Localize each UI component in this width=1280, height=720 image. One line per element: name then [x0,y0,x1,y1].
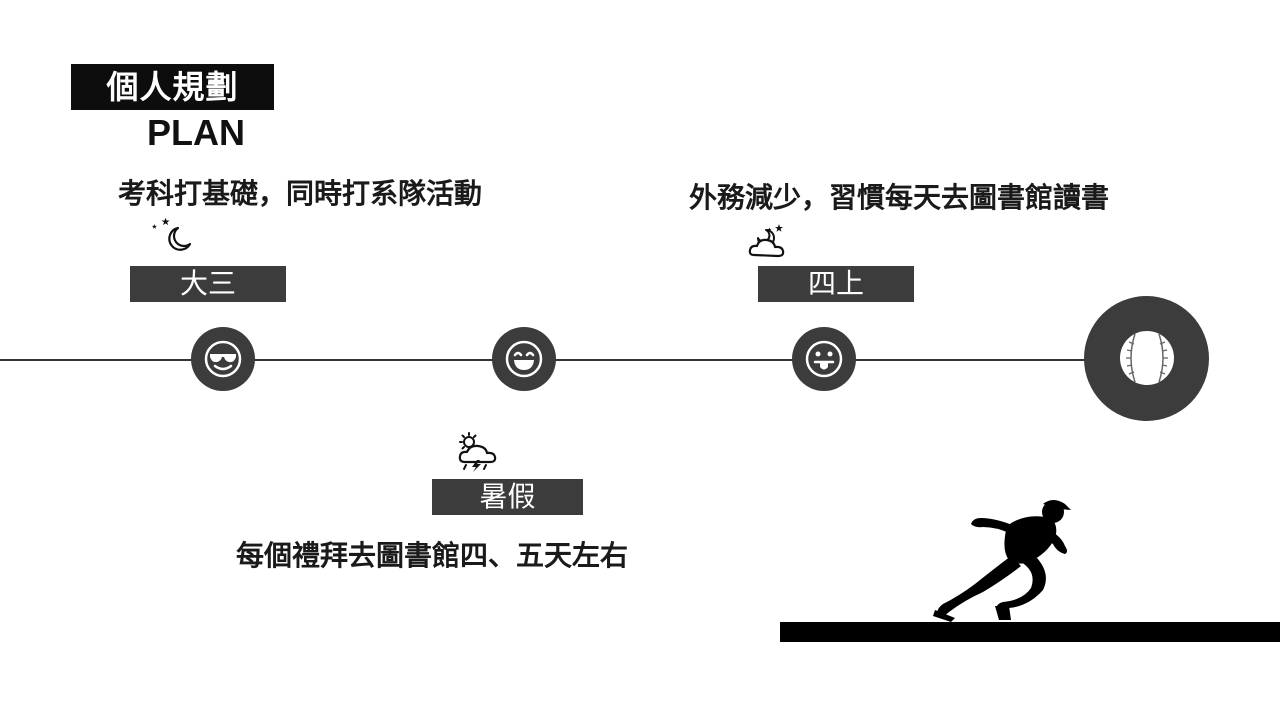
page-subtitle: PLAN [147,112,245,153]
page-title: 個人規劃 [71,64,274,110]
ground-bar [780,622,1280,642]
baseball-icon [1120,331,1174,385]
milestone-label-senior-fall: 四上 [758,266,914,302]
tongue-out-face-icon [805,340,843,378]
milestone-description-summer: 每個禮拜去圖書館四、五天左右 [236,539,629,572]
thunderstorm-sun-icon [458,432,497,472]
night-moon-stars-icon [151,217,192,251]
milestone-label-junior: 大三 [130,266,286,302]
baseball-runner-silhouette [933,500,1071,622]
milestone-label-summer: 暑假 [432,479,583,515]
milestone-description-junior: 考科打基礎，同時打系隊活動 [118,177,483,210]
goal-node [1084,296,1209,421]
timeline-node-summer [492,327,556,391]
timeline-node-senior-fall [792,327,856,391]
cool-sunglasses-face-icon [204,340,242,378]
night-cloudy-icon [748,224,785,258]
grinning-face-icon [505,340,543,378]
timeline-node-junior [191,327,255,391]
milestone-description-senior-fall: 外務減少，習慣每天去圖書館讀書 [689,181,1110,214]
